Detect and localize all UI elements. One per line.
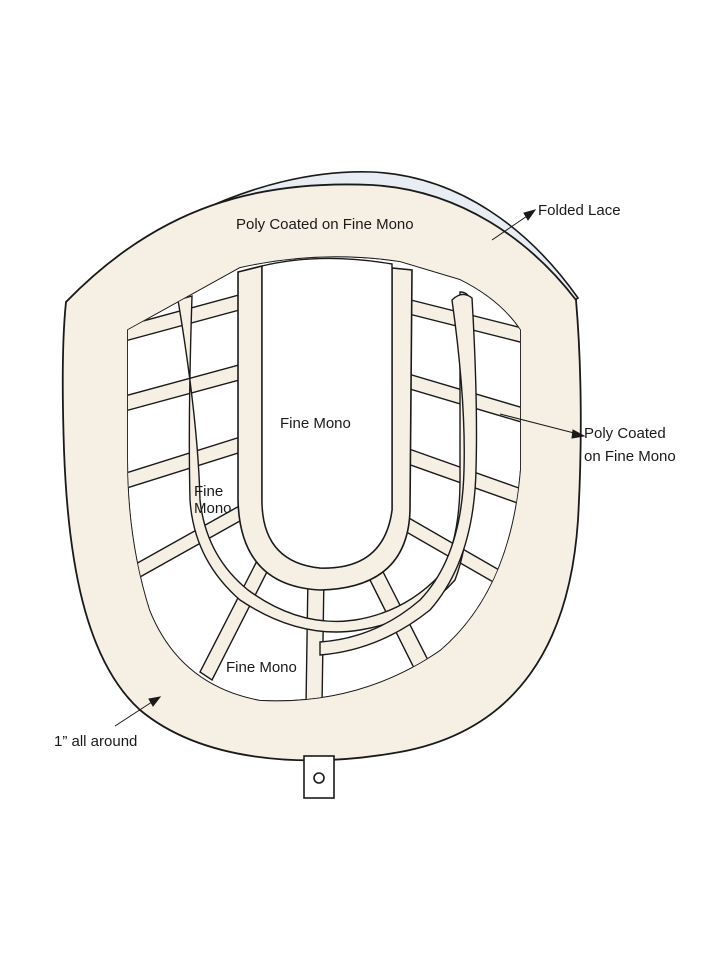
mesh-interior (128, 257, 520, 701)
arrowhead-right-band (571, 429, 586, 439)
label-right-band-1: Poly Coated (584, 425, 666, 442)
arrow-sidewall (114, 699, 156, 727)
label-sidewall: 1” all around (54, 733, 137, 750)
label-left-1: Fine (194, 483, 223, 500)
arrowhead-folded-lace (523, 209, 537, 221)
arrow-right-band (499, 413, 579, 435)
label-center: Fine Mono (280, 415, 351, 432)
arrow-folded-lace (491, 213, 531, 241)
label-right-band-2: on Fine Mono (584, 448, 676, 465)
radial-string-2 (305, 574, 325, 701)
label-top-band: Poly Coated on Fine Mono (236, 216, 414, 233)
runner-right-outer (319, 293, 478, 656)
label-folded-lace: Folded Lace (538, 202, 621, 219)
label-left-2: Mono (194, 500, 232, 517)
arrowhead-sidewall (148, 696, 162, 707)
tab-hole (313, 772, 325, 784)
label-bottom: Fine Mono (226, 659, 297, 676)
center-mono-window (261, 257, 393, 569)
